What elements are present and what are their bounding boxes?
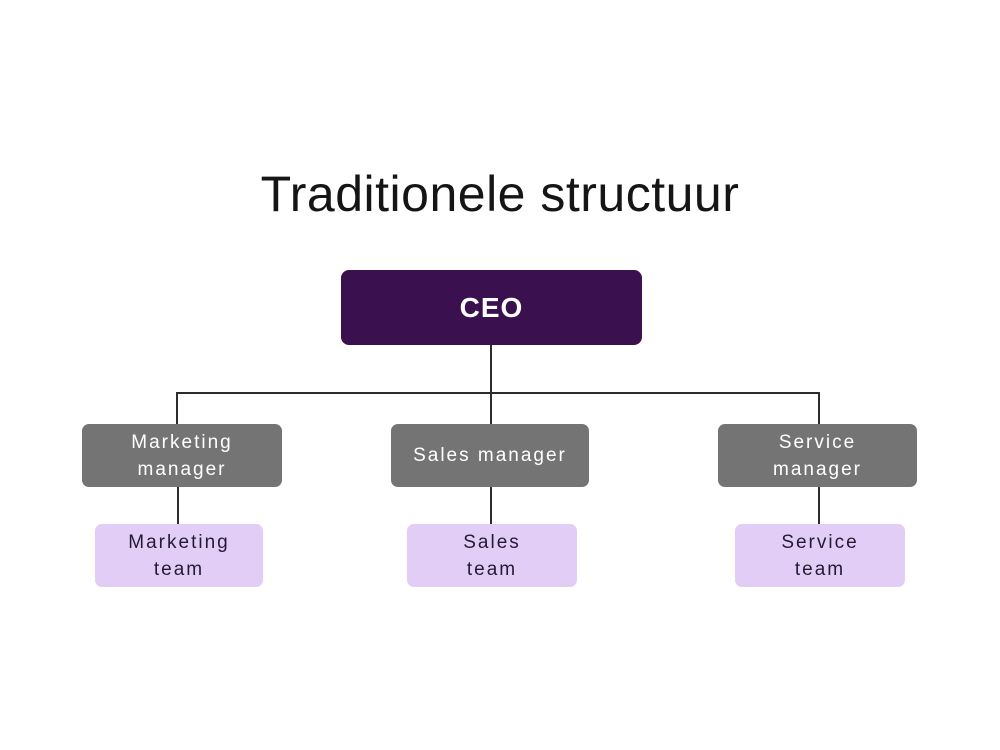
connector-marketing-manager-team	[177, 487, 179, 524]
node-ceo[interactable]: CEO	[341, 270, 642, 345]
node-sales-team[interactable]: Sales team	[407, 524, 577, 587]
node-sales-team-line1: Sales	[463, 531, 521, 553]
node-sales-manager[interactable]: Sales manager	[391, 424, 589, 487]
node-service-team-line2: team	[794, 558, 846, 580]
node-service-team[interactable]: Service team	[735, 524, 905, 587]
node-marketing-manager-line1: Marketing	[131, 431, 233, 453]
connector-ceo-trunk	[490, 345, 492, 424]
connector-drop-service	[818, 392, 820, 424]
node-marketing-manager[interactable]: Marketing manager	[82, 424, 282, 487]
node-sales-team-line2: team	[466, 558, 518, 580]
node-service-manager[interactable]: Service manager	[718, 424, 917, 487]
node-marketing-manager-line2: manager	[137, 458, 227, 480]
connector-horizontal-bar	[176, 392, 819, 394]
node-service-manager-line2: manager	[773, 458, 862, 480]
node-marketing-team-line2: team	[153, 558, 205, 580]
node-service-team-line1: Service	[781, 531, 859, 553]
node-ceo-label: CEO	[459, 291, 524, 323]
node-service-manager-line1: Service	[778, 431, 857, 453]
connector-sales-manager-team	[490, 487, 492, 524]
connector-drop-marketing	[176, 392, 178, 424]
page-title: Traditionele structuur	[260, 166, 740, 222]
node-marketing-team-line1: Marketing	[128, 531, 230, 553]
node-sales-manager-line1: Sales manager	[413, 445, 567, 466]
node-marketing-team[interactable]: Marketing team	[95, 524, 263, 587]
connector-service-manager-team	[818, 487, 820, 524]
